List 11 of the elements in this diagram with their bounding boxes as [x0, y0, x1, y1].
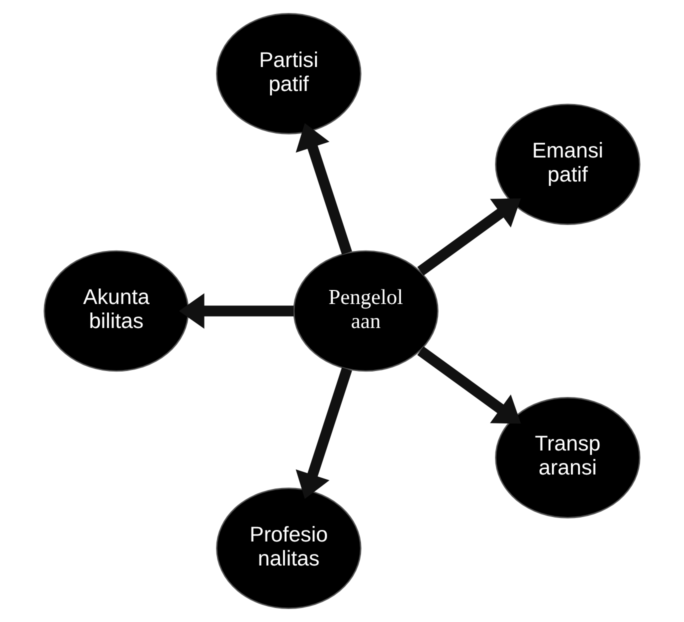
node-ellipse: Profesio nalitas — [216, 488, 362, 609]
arrow — [417, 346, 521, 424]
arrow — [296, 123, 352, 255]
node-ellipse: Transp aransi — [495, 397, 640, 518]
arrow — [417, 198, 521, 276]
arrow — [179, 293, 294, 329]
node-ellipse: Pengelol aan — [293, 250, 438, 372]
arrow — [296, 367, 352, 499]
node-ellipse: Akunta bilitas — [44, 250, 189, 372]
node-ellipse: Emansi patif — [495, 104, 640, 225]
node-ellipse: Partisi patif — [216, 13, 362, 134]
